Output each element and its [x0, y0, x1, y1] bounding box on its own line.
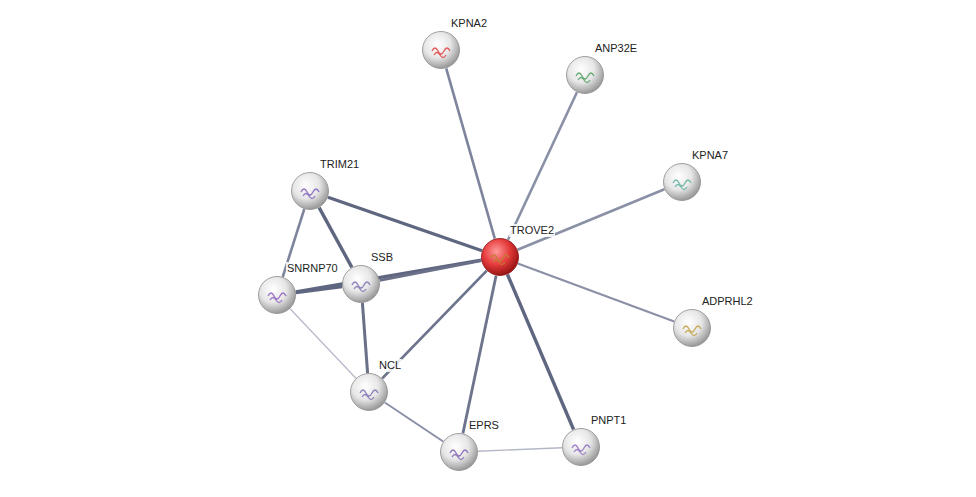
interaction-edge — [508, 92, 577, 240]
node-circle — [259, 277, 296, 314]
node-circle — [441, 434, 478, 471]
node-circle — [351, 374, 388, 411]
structure-icon — [301, 189, 319, 199]
node-sphere — [342, 265, 380, 303]
protein-node: SNRNP70 — [258, 276, 296, 314]
node-label: NCL — [378, 359, 402, 372]
interaction-edge — [507, 274, 573, 429]
protein-node: KPNA2 — [422, 31, 460, 69]
node-circle — [664, 164, 701, 201]
structure-icon — [432, 48, 450, 58]
interaction-edge — [362, 303, 367, 373]
interaction-edge — [463, 276, 496, 434]
interaction-edge — [380, 261, 482, 281]
node-circle — [674, 310, 711, 347]
node-label: TRIM21 — [319, 158, 360, 171]
node-sphere — [422, 31, 460, 69]
interaction-edge — [385, 403, 443, 442]
node-label: ANP32E — [594, 42, 638, 55]
structure-icon — [576, 73, 594, 83]
node-label: EPRS — [468, 419, 500, 432]
protein-node: TROVE2 — [481, 238, 519, 276]
structure-icon — [673, 180, 691, 190]
node-sphere — [673, 309, 711, 347]
node-label: SNRNP70 — [286, 262, 339, 275]
node-label: PNPT1 — [590, 414, 627, 427]
node-label: TROVE2 — [509, 224, 555, 237]
node-sphere — [258, 276, 296, 314]
node-sphere — [481, 238, 519, 276]
node-label: KPNA2 — [450, 17, 488, 30]
node-label: KPNA7 — [691, 149, 729, 162]
interaction-edge — [290, 309, 356, 378]
interaction-edge — [518, 264, 674, 322]
node-sphere — [350, 373, 388, 411]
node-sphere — [566, 56, 604, 94]
node-sphere — [663, 163, 701, 201]
protein-node: PNPT1 — [562, 428, 600, 466]
node-circle — [563, 429, 600, 466]
node-circle — [567, 57, 604, 94]
interaction-edge — [296, 286, 342, 292]
structure-icon — [360, 390, 378, 400]
node-label: SSB — [370, 251, 394, 264]
node-circle — [343, 266, 380, 303]
protein-node: SSB — [342, 265, 380, 303]
interaction-edge — [319, 208, 352, 268]
interaction-edge — [518, 189, 665, 250]
structure-icon — [683, 326, 701, 336]
structure-icon — [268, 293, 286, 303]
protein-node: EPRS — [440, 433, 478, 471]
node-label: ADPRHL2 — [701, 295, 754, 308]
node-sphere — [291, 172, 329, 210]
interaction-edge — [478, 448, 562, 451]
protein-node: KPNA7 — [663, 163, 701, 201]
structure-icon — [572, 445, 590, 455]
node-circle — [292, 173, 329, 210]
protein-node: TRIM21 — [291, 172, 329, 210]
protein-node: ANP32E — [566, 56, 604, 94]
node-sphere — [440, 433, 478, 471]
node-sphere — [562, 428, 600, 466]
structure-icon — [450, 450, 468, 460]
protein-node: NCL — [350, 373, 388, 411]
structure-icon — [491, 255, 509, 265]
node-circle — [423, 32, 460, 69]
protein-node: ADPRHL2 — [673, 309, 711, 347]
interaction-edge — [446, 68, 495, 238]
structure-icon — [352, 282, 370, 292]
node-circle — [482, 239, 519, 276]
interaction-edge — [328, 197, 482, 251]
